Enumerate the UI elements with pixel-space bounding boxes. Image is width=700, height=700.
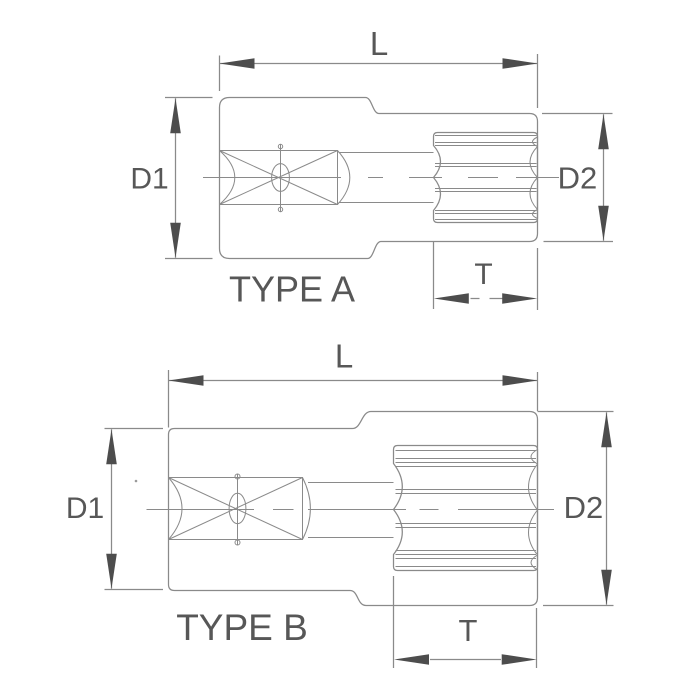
svg-text:D1: D1 bbox=[66, 492, 104, 525]
svg-text:T: T bbox=[474, 258, 492, 291]
svg-text:D2: D2 bbox=[558, 161, 598, 196]
svg-text:TYPE A: TYPE A bbox=[229, 269, 355, 310]
svg-text:D1: D1 bbox=[130, 163, 168, 196]
svg-text:D2: D2 bbox=[564, 490, 604, 525]
svg-text:TYPE B: TYPE B bbox=[176, 607, 308, 648]
svg-text:T: T bbox=[459, 613, 478, 648]
svg-text:L: L bbox=[335, 338, 353, 375]
svg-text:L: L bbox=[370, 25, 388, 62]
